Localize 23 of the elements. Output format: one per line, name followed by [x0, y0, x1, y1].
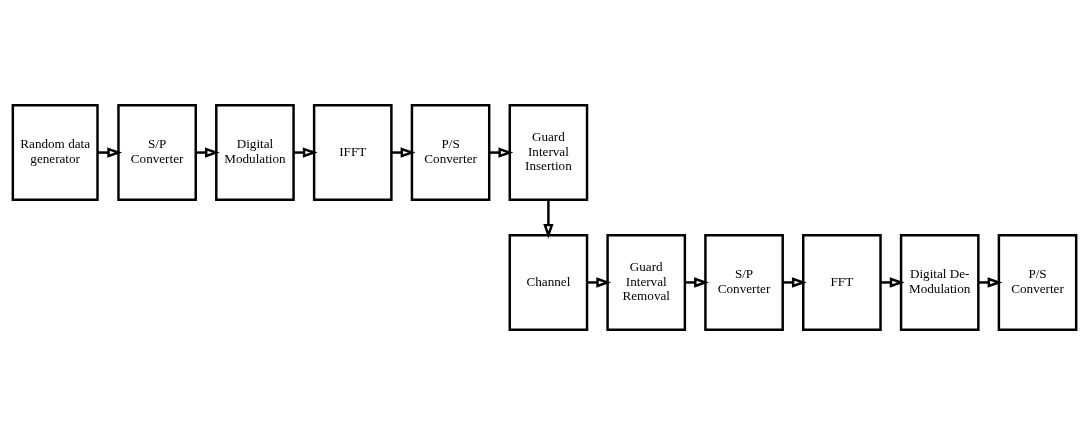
- node-box: S/P Converter: [704, 233, 784, 331]
- arrow: [293, 147, 318, 158]
- arrow: [685, 277, 709, 288]
- node-box: Digital De-Modulation: [899, 233, 980, 331]
- node-box: P/S Converter: [997, 233, 1078, 331]
- node-box: Digital Modulation: [215, 104, 295, 202]
- arrow: [196, 147, 220, 158]
- node-box: Channel: [508, 233, 589, 331]
- node-box: Random data generator: [11, 104, 99, 202]
- node-box: FFT: [802, 233, 882, 331]
- node-box: Guard Interval Insertion: [508, 104, 589, 202]
- arrow: [391, 147, 416, 158]
- arrow: [880, 277, 905, 288]
- arrow: [978, 277, 1003, 288]
- node-box: P/S Converter: [410, 104, 491, 202]
- arrow: [489, 147, 514, 158]
- node-box: Guard Interval Removal: [606, 233, 687, 331]
- arrow: [783, 277, 807, 288]
- arrow: [587, 277, 612, 288]
- node-box: IFFT: [312, 104, 393, 202]
- arrow: [97, 147, 123, 158]
- node-box: S/P Converter: [117, 104, 197, 202]
- arrow: [543, 200, 554, 239]
